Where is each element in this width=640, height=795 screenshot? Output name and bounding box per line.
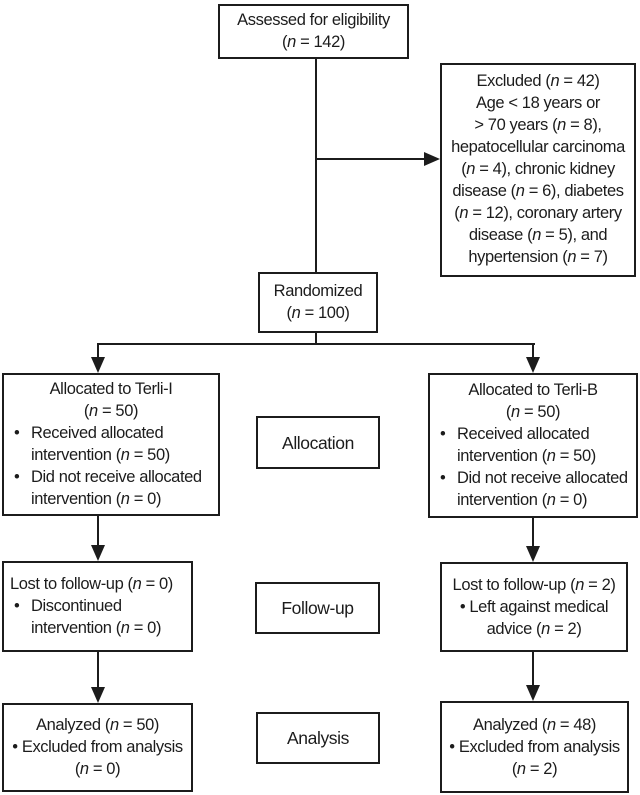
arrowhead-down-icon xyxy=(526,685,540,701)
bullet-glyph: • xyxy=(14,597,20,615)
connector-excluded-line xyxy=(316,158,426,160)
analyzed-terli-b-text: Analyzed (n = 48)• Excluded from analysi… xyxy=(449,716,620,778)
followup-stage-label: Follow-up xyxy=(281,598,354,618)
connector-randomized-branch-line xyxy=(315,333,317,345)
assessed-text: Assessed for eligibility(n = 142) xyxy=(237,11,390,51)
analyzed-terli-i-box: Analyzed (n = 50)• Excluded from analysi… xyxy=(2,703,193,792)
connector-branch-terli-i-line xyxy=(97,343,99,358)
analysis-stage-box: Analysis xyxy=(256,712,380,764)
bullet-glyph: • xyxy=(14,468,20,486)
allocated-terli-i-title: Allocated to Terli-I(n = 50) xyxy=(49,380,173,420)
allocated-terli-b-title: Allocated to Terli-B(n = 50) xyxy=(468,381,598,421)
allocated-terli-i-box: Allocated to Terli-I(n = 50) • Received … xyxy=(2,373,220,516)
randomized-text: Randomized(n = 100) xyxy=(273,282,363,322)
connector-followup-analysis-right-line xyxy=(532,652,534,686)
branch-horizontal-line xyxy=(97,343,535,345)
connector-alloc-followup-left-line xyxy=(97,516,99,546)
arrowhead-down-icon xyxy=(91,687,105,703)
connector-assessed-randomized-line xyxy=(315,58,317,272)
allocation-stage-label: Allocation xyxy=(282,432,354,453)
lost-followup-terli-b-box: Lost to follow-up (n = 2)• Left against … xyxy=(440,562,628,652)
randomized-box: Randomized(n = 100) xyxy=(258,272,378,333)
lost-followup-terli-i-box: Lost to follow-up (n = 0) • Discontinued… xyxy=(2,561,193,652)
arrowhead-down-icon xyxy=(526,546,540,562)
analyzed-terli-i-text: Analyzed (n = 50)• Excluded from analysi… xyxy=(12,716,183,778)
lost-followup-terli-b-text: Lost to follow-up (n = 2)• Left against … xyxy=(452,576,616,638)
bullet-glyph: • xyxy=(440,425,446,443)
lost-followup-terli-i-title: Lost to follow-up (n = 0) xyxy=(10,575,173,593)
excluded-text: Excluded (n = 42)Age < 18 years or> 70 y… xyxy=(451,72,625,266)
arrowhead-down-icon xyxy=(91,545,105,561)
followup-stage-box: Follow-up xyxy=(255,582,380,634)
allocation-stage-box: Allocation xyxy=(256,416,380,469)
bullet-glyph: • xyxy=(440,469,446,487)
connector-followup-analysis-left-line xyxy=(97,652,99,688)
bullet-glyph: • xyxy=(14,424,20,442)
assessed-for-eligibility-box: Assessed for eligibility(n = 142) xyxy=(218,4,409,59)
excluded-box: Excluded (n = 42)Age < 18 years or> 70 y… xyxy=(440,63,636,277)
allocated-terli-b-box: Allocated to Terli-B(n = 50) • Received … xyxy=(428,373,638,518)
arrowhead-right-icon xyxy=(424,152,440,166)
analyzed-terli-b-box: Analyzed (n = 48)• Excluded from analysi… xyxy=(440,701,629,793)
connector-alloc-followup-right-line xyxy=(532,518,534,547)
connector-branch-terli-b-line xyxy=(532,343,534,358)
arrowhead-down-icon xyxy=(526,357,540,373)
arrowhead-down-icon xyxy=(91,357,105,373)
analysis-stage-label: Analysis xyxy=(287,728,349,748)
